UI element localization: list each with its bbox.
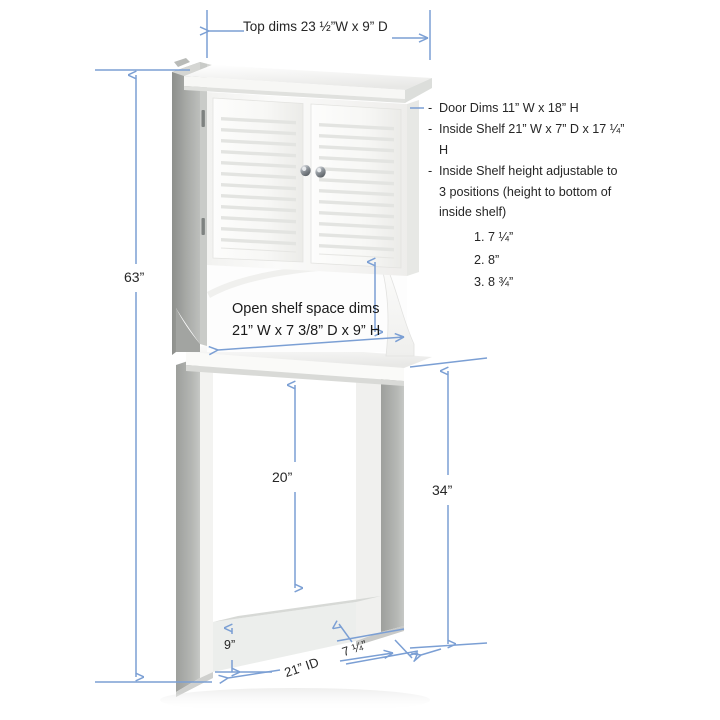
bottom-rail-height-label: 9” bbox=[224, 638, 236, 652]
top-dimension-label: Top dims 23 ½”W x 9” D bbox=[243, 19, 388, 34]
dimension-lines bbox=[95, 10, 488, 685]
position-item: 3. 8 ¾” bbox=[474, 275, 514, 290]
top-crown bbox=[184, 65, 432, 103]
dim-lower-height bbox=[409, 357, 488, 649]
open-shelf-line-2: 21” W x 7 3/8” D x 9” H bbox=[232, 322, 381, 339]
dim-top-width bbox=[199, 10, 431, 60]
note-item: - Inside Shelf height adjustable to 3 po… bbox=[428, 161, 628, 222]
open-area-height-label: 20” bbox=[272, 469, 293, 485]
specification-notes: - Door Dims 11” W x 18” H - Inside Shelf… bbox=[428, 98, 628, 295]
door-left bbox=[212, 97, 304, 263]
note-item: - Door Dims 11” W x 18” H bbox=[428, 98, 628, 118]
open-shelf-dimension-note: Open shelf space dims 21” W x 7 3/8” D x… bbox=[232, 299, 412, 343]
left-side-panel bbox=[172, 58, 212, 355]
lower-height-label: 34” bbox=[432, 482, 453, 498]
cabinet-illustration bbox=[160, 58, 432, 712]
louver-slats-right bbox=[319, 123, 394, 252]
note-text: Inside Shelf height adjustable to 3 posi… bbox=[439, 164, 618, 219]
bottom-rail bbox=[213, 596, 381, 672]
overall-height-label: 63” bbox=[124, 269, 145, 285]
position-item: 2. 8” bbox=[474, 252, 500, 267]
louver-slats-left bbox=[221, 117, 296, 246]
door-knobs bbox=[300, 164, 326, 178]
dim-open-shelf-width bbox=[208, 332, 405, 356]
dash-bullet: - bbox=[428, 122, 433, 137]
note-item: - Inside Shelf 21” W x 7” D x 17 ¼” H bbox=[428, 119, 628, 160]
dash-bullet: - bbox=[428, 164, 433, 179]
left-leg bbox=[176, 357, 213, 697]
note-text: Door Dims 11” W x 18” H bbox=[439, 101, 579, 115]
dim-bottom-depth bbox=[337, 624, 442, 665]
open-shelf-line-1: Open shelf space dims bbox=[232, 301, 380, 317]
note-text: Inside Shelf 21” W x 7” D x 17 ¼” H bbox=[439, 122, 625, 157]
door-right bbox=[310, 103, 402, 269]
adjustable-positions-list: 1. 7 ¼” 2. 8” 3. 8 ¾” bbox=[474, 227, 628, 292]
right-leg bbox=[356, 368, 404, 646]
position-item: 1. 7 ¼” bbox=[474, 230, 514, 245]
dim-overall-height bbox=[95, 69, 212, 683]
dash-bullet: - bbox=[428, 101, 433, 115]
dim-inside-width bbox=[218, 649, 394, 685]
